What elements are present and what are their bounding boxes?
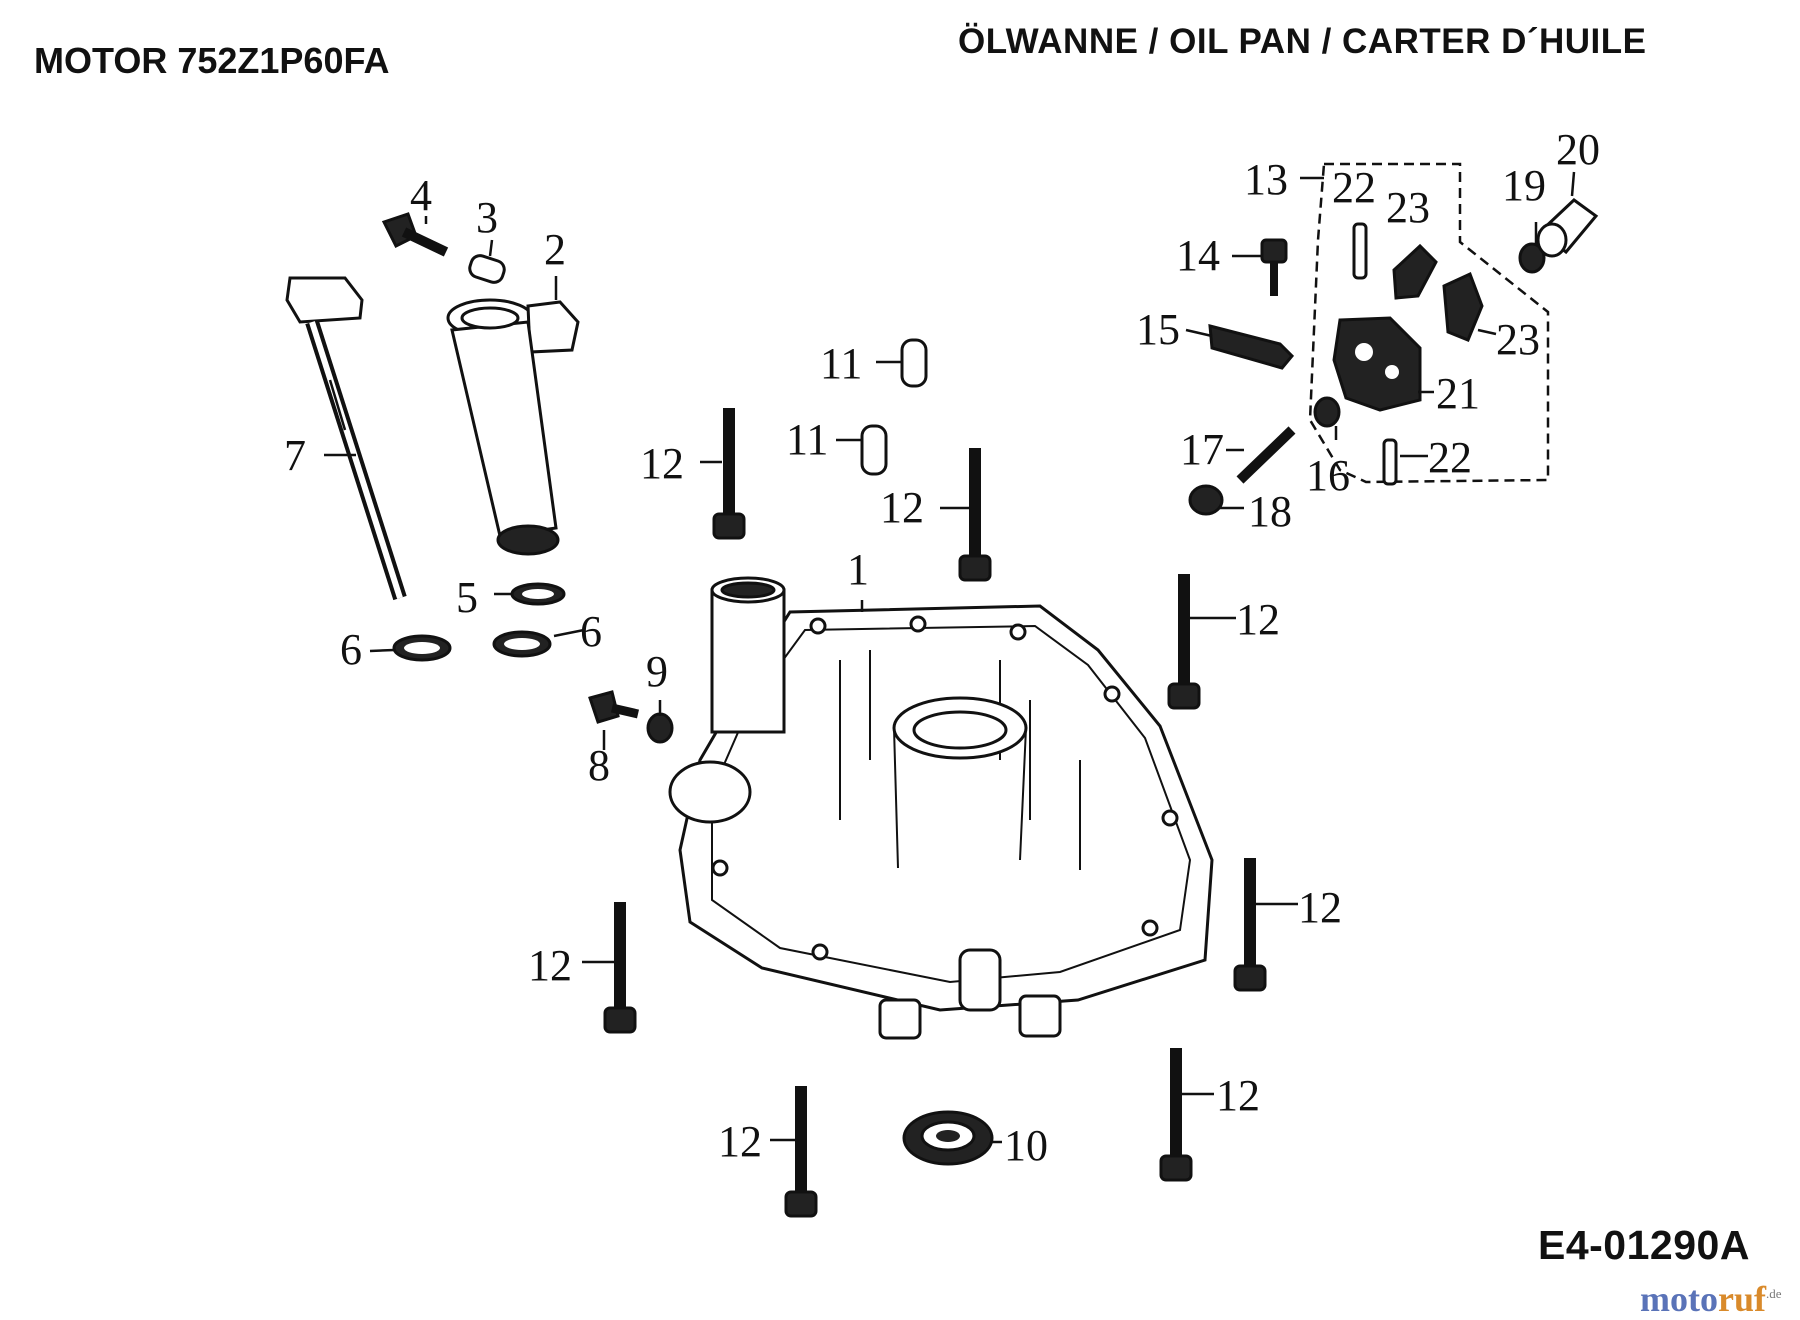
part-12-bolt-f xyxy=(1159,1048,1193,1182)
part-8-drain-bolt xyxy=(588,690,640,724)
callout-22-lower: 22 xyxy=(1428,433,1472,482)
callouts: 7 4 3 2 5 6 6 9 8 1 11 11 12 12 12 12 12… xyxy=(284,125,1600,1170)
callout-8: 8 xyxy=(588,741,610,790)
motor-title: MOTOR 752Z1P60FA xyxy=(34,40,390,81)
section-title: ÖLWANNE / OIL PAN / CARTER D´HUILE xyxy=(958,22,1647,61)
callout-6-right: 6 xyxy=(580,607,602,656)
callout-9: 9 xyxy=(646,647,668,696)
callout-23-upper: 23 xyxy=(1386,183,1430,232)
brand-logo-suffix: .de xyxy=(1765,1286,1782,1301)
callout-2: 2 xyxy=(544,225,566,274)
callout-12-e: 12 xyxy=(528,941,572,990)
drawing-code: E4-01290A xyxy=(1538,1222,1750,1268)
part-21-pump-body xyxy=(1332,316,1422,412)
part-23-rotor-upper xyxy=(1392,243,1438,300)
callout-1: 1 xyxy=(847,545,869,594)
callout-17: 17 xyxy=(1180,425,1224,474)
callout-4: 4 xyxy=(410,171,432,220)
part-18-nut xyxy=(1188,484,1224,516)
callout-7: 7 xyxy=(284,431,306,480)
part-16-washer xyxy=(1313,396,1341,428)
callout-12-g: 12 xyxy=(718,1117,762,1166)
part-12-bolt-b xyxy=(958,448,992,582)
part-12-bolt-e xyxy=(603,902,637,1034)
callout-21: 21 xyxy=(1436,369,1480,418)
part-11-dowel-upper xyxy=(900,338,928,388)
callout-11-upper: 11 xyxy=(820,339,862,388)
callout-3: 3 xyxy=(476,193,498,242)
callout-12-a: 12 xyxy=(640,439,684,488)
callout-14: 14 xyxy=(1176,231,1220,280)
part-3-pin xyxy=(468,254,506,284)
part-2-filler-tube xyxy=(446,298,580,556)
part-13-pump-assembly-outline xyxy=(1308,162,1550,484)
callout-10: 10 xyxy=(1004,1121,1048,1170)
part-12-bolt-d xyxy=(1233,858,1267,992)
callout-6-left: 6 xyxy=(340,625,362,674)
part-19-oring xyxy=(1518,242,1546,274)
part-11-dowel-lower xyxy=(860,424,888,476)
callout-12-c: 12 xyxy=(1236,595,1280,644)
callout-11-lower: 11 xyxy=(786,415,828,464)
part-1-oil-pan xyxy=(668,576,1214,1040)
part-20-plug xyxy=(1536,198,1599,258)
callout-19: 19 xyxy=(1502,161,1546,210)
part-5-oring xyxy=(510,582,566,606)
part-12-bolt-a xyxy=(712,408,746,540)
part-12-bolt-g xyxy=(784,1086,818,1218)
part-22-pin-upper xyxy=(1352,222,1368,280)
part-6-oring-right xyxy=(492,630,552,658)
brand-logo-part2: ruf xyxy=(1717,1279,1766,1319)
part-14-bolt xyxy=(1260,238,1288,296)
callout-18: 18 xyxy=(1248,487,1292,536)
leader-lines xyxy=(324,171,1576,1144)
part-17-shaft xyxy=(1236,426,1296,484)
part-22-pin-lower xyxy=(1382,438,1398,486)
part-15-plate xyxy=(1208,324,1295,370)
callout-12-d: 12 xyxy=(1298,883,1342,932)
callout-13: 13 xyxy=(1244,155,1288,204)
part-9-washer xyxy=(646,712,674,744)
part-12-bolt-c xyxy=(1167,574,1201,710)
callout-5: 5 xyxy=(456,573,478,622)
part-7-dipstick xyxy=(285,276,407,601)
callout-22-upper: 22 xyxy=(1332,163,1376,212)
brand-logo[interactable]: motoruf.de xyxy=(1640,1278,1782,1320)
callout-12-f: 12 xyxy=(1216,1071,1260,1120)
callout-23-lower: 23 xyxy=(1496,315,1540,364)
callout-20: 20 xyxy=(1556,125,1600,174)
callout-15: 15 xyxy=(1136,305,1180,354)
callout-12-b: 12 xyxy=(880,483,924,532)
brand-logo-part1: moto xyxy=(1640,1279,1718,1319)
part-10-oil-seal xyxy=(902,1110,994,1166)
part-4-bolt xyxy=(381,212,449,257)
callout-16: 16 xyxy=(1306,451,1350,500)
part-23-rotor-lower xyxy=(1442,271,1484,342)
part-6-oring-left xyxy=(392,634,452,662)
